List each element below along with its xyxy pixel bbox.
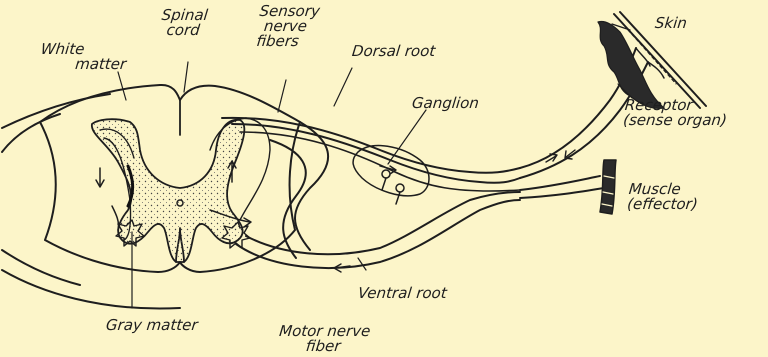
skin-label: Skin: [654, 16, 687, 31]
leader-lines: [118, 24, 632, 308]
motor-nerve-fiber-label: Motor nerve fiber: [262, 324, 385, 354]
muscle-illustration: [600, 160, 616, 214]
receptor-label-line2: (sense organ): [622, 113, 727, 128]
dorsal-root-label: Dorsal root: [351, 44, 436, 59]
muscle-label: Muscle (effector): [626, 182, 700, 212]
muscle-label-line2: (effector): [626, 197, 698, 212]
spinal-cord-label: Spinal cord: [146, 8, 221, 38]
ventral-root: [236, 192, 520, 272]
dorsal-root: [222, 118, 520, 191]
sensory-label-line3: fibers: [256, 34, 318, 49]
ganglion-label: Ganglion: [411, 96, 479, 111]
gray-matter-region: [92, 119, 245, 262]
gray-matter-label: Gray matter: [105, 318, 198, 333]
sensory-nerve-fibers-label: Sensory nerve fibers: [256, 4, 321, 49]
spinal-cord-label-line2: cord: [146, 23, 220, 38]
white-matter-label-line2: matter: [38, 57, 127, 72]
receptor-label: Receptor (sense organ): [622, 98, 729, 128]
white-matter-label: White matter: [38, 42, 128, 72]
ventral-root-label: Ventral root: [357, 286, 447, 301]
motor-label-line2: fiber: [262, 339, 384, 354]
